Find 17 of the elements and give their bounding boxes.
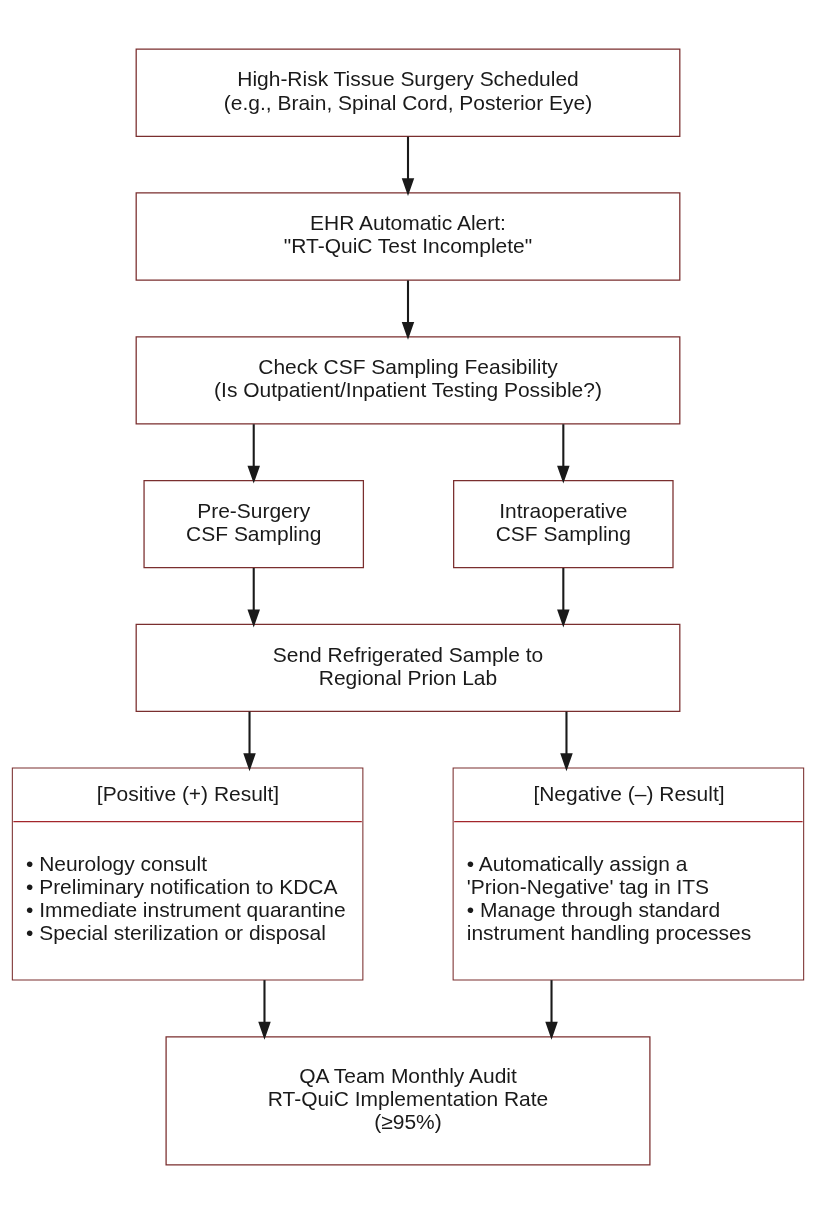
arrow <box>247 424 260 484</box>
node-box: Intraoperative CSF Sampling <box>453 479 674 569</box>
node-box: QA Team Monthly Audit RT-QuiC Implementation Rate (≥95%) <box>165 1036 651 1166</box>
arrow <box>401 280 415 340</box>
arrow <box>247 568 260 628</box>
arrow <box>258 980 271 1040</box>
arrow <box>401 136 415 197</box>
node-box: Pre-Surgery CSF Sampling <box>143 479 365 569</box>
arrow <box>557 424 570 484</box>
arrow <box>545 980 558 1040</box>
arrow <box>243 711 256 772</box>
arrow <box>557 568 570 628</box>
arrow <box>560 711 573 772</box>
node-box: EHR Automatic Alert: "RT-QuiC Test Incomplete" <box>135 192 681 281</box>
node-box: Check CSF Sampling Feasibility (Is Outpatient/Inpatient Testing Possible?) <box>135 336 681 425</box>
node-box: High-Risk Tissue Surgery Scheduled (e.g., Brain, Spinal Cord, Posterior Eye) <box>135 48 681 137</box>
node-box: Send Refrigerated Sample to Regional Prion Lab <box>135 623 681 713</box>
